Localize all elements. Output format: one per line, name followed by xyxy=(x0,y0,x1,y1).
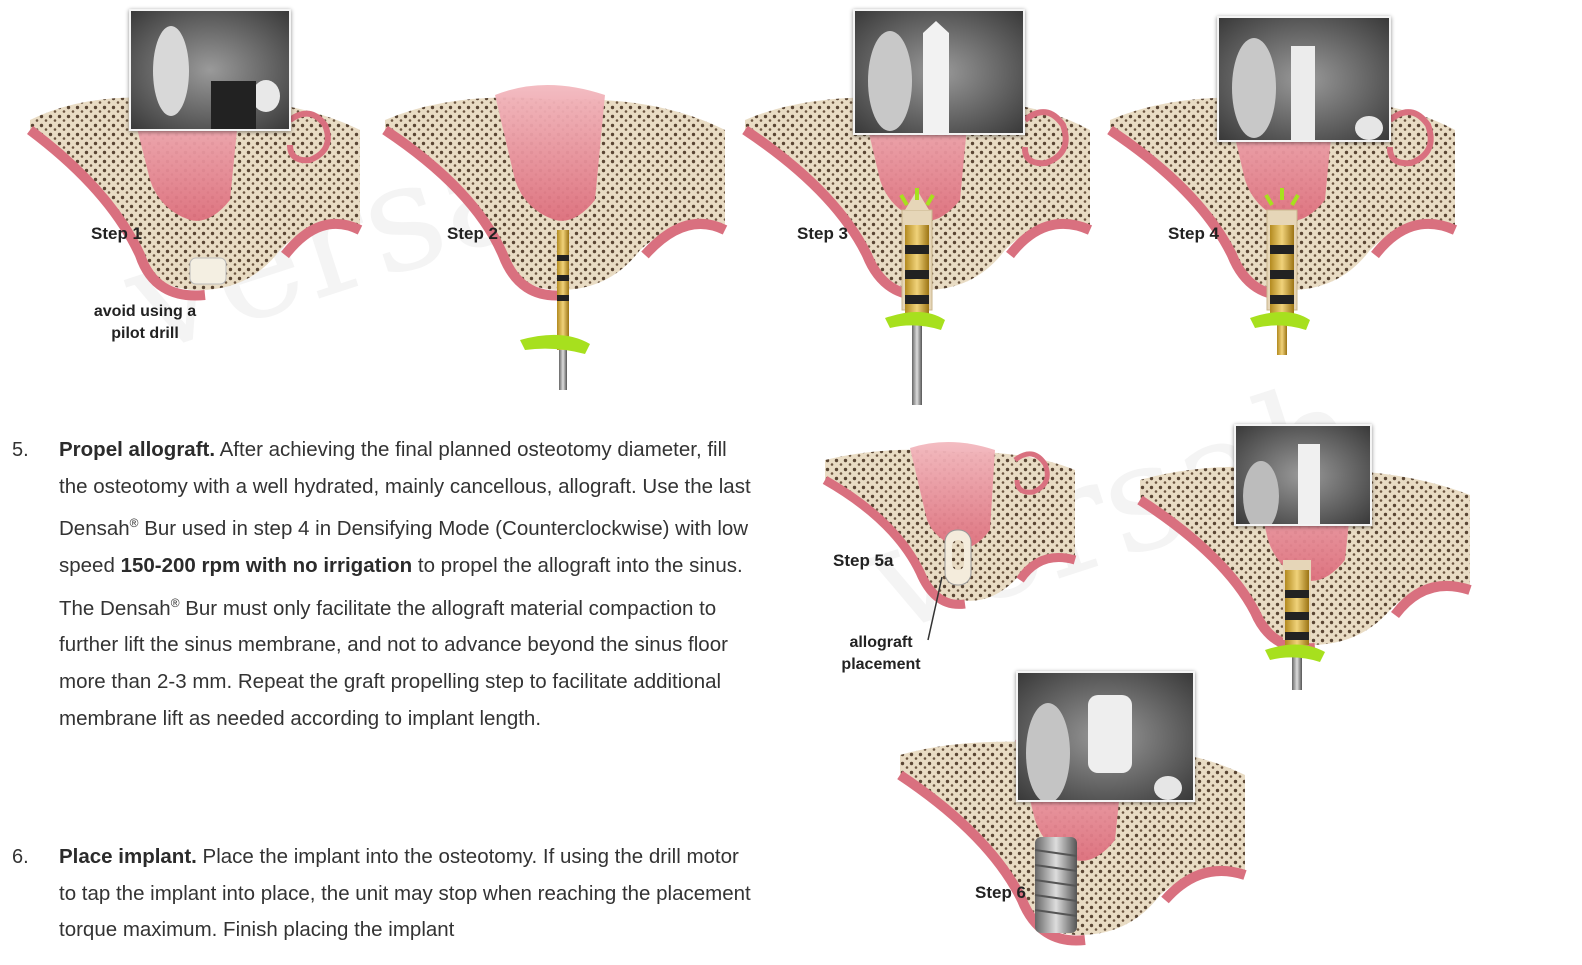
registered-mark: ® xyxy=(171,596,180,610)
item-title: Propel allograft. xyxy=(59,438,215,461)
instruction-5: 5. Propel allograft. After achieving the… xyxy=(12,432,752,737)
item-title: Place implant. xyxy=(59,845,197,868)
registered-mark: ® xyxy=(130,516,139,530)
step2-illustration xyxy=(385,60,725,390)
xray-image xyxy=(129,9,291,131)
xray-image xyxy=(1217,16,1391,142)
allograft-note: allograft placement xyxy=(820,632,942,676)
xray-image xyxy=(1016,671,1195,802)
step-label: Step 1 xyxy=(91,224,142,244)
pilot-drill-note: avoid using a pilot drill xyxy=(70,301,220,345)
step-label: Step 5a xyxy=(833,551,893,571)
instruction-6: 6. Place implant. Place the implant into… xyxy=(12,839,752,949)
step-label: Step 2 xyxy=(447,224,498,244)
note-line: pilot drill xyxy=(70,323,220,345)
xray-image xyxy=(853,9,1025,135)
xray-image xyxy=(1234,424,1372,526)
note-line: placement xyxy=(820,654,942,676)
step-label: Step 6 xyxy=(975,883,1026,903)
step5a-illustration xyxy=(825,440,1075,610)
item-number: 5. xyxy=(12,432,29,469)
step-label: Step 4 xyxy=(1168,224,1219,244)
step-label: Step 3 xyxy=(797,224,848,244)
note-line: avoid using a xyxy=(70,301,220,323)
item-number: 6. xyxy=(12,839,29,876)
note-line: allograft xyxy=(820,632,942,654)
item-emphasis: 150-200 rpm with no irrigation xyxy=(121,554,413,577)
